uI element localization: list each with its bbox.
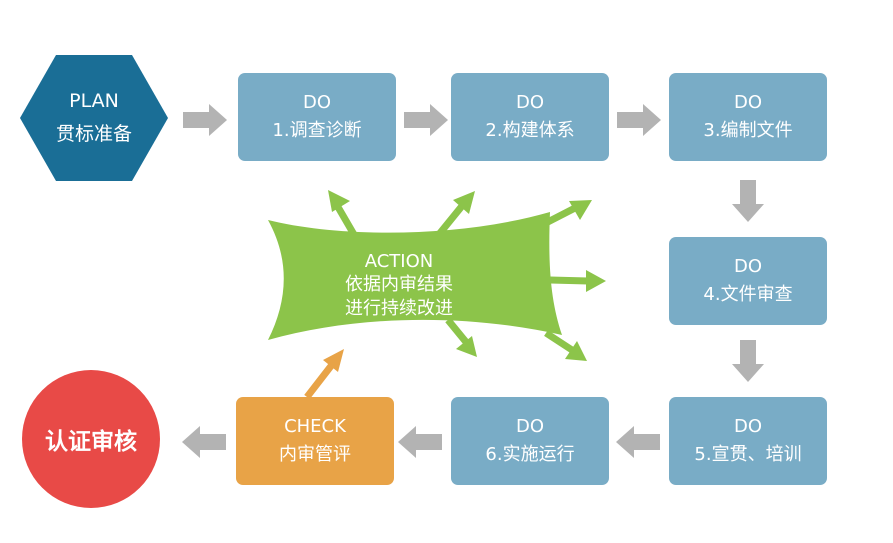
- action-burst: [268, 212, 562, 340]
- action-line-1: 依据内审结果: [345, 274, 453, 296]
- do-box-1-stage: DO: [302, 92, 332, 114]
- check-to-action-arrow: [304, 349, 344, 400]
- action-arrow-top-right: [538, 204, 577, 230]
- do-box-5-label: 5.宣贯、培训: [694, 444, 802, 465]
- plan-node: PLAN 贯标准备: [20, 55, 168, 181]
- arrow-step5-to-step6: [616, 426, 660, 458]
- action-arrow-up-right: [433, 203, 465, 241]
- do-box-3: DO 3.编制文件: [669, 73, 827, 161]
- action-arrow-down: [445, 317, 469, 345]
- action-arrow-bottom-right: [544, 330, 574, 353]
- plan-hexagon: [20, 55, 168, 181]
- do-box-1: DO 1.调查诊断: [238, 73, 396, 161]
- action-arrows: [328, 190, 606, 361]
- do-box-5: DO 5.宣贯、培训: [669, 397, 827, 485]
- do-box-4-label: 4.文件审查: [703, 284, 793, 305]
- plan-subtitle: 贯标准备: [55, 123, 132, 145]
- certification-node: 认证审核: [22, 370, 160, 508]
- do-box-5-stage: DO: [733, 416, 763, 438]
- arrow-step6-to-check: [398, 426, 442, 458]
- do-box-2: DO 2.构建体系: [451, 73, 609, 161]
- certification-label: 认证审核: [45, 429, 137, 455]
- check-subtitle: 内审管评: [279, 444, 351, 465]
- do-box-2-stage: DO: [515, 92, 545, 114]
- do-box-3-stage: DO: [733, 92, 763, 114]
- certification-circle: [22, 370, 160, 508]
- action-line-2: 进行持续改进: [345, 297, 453, 319]
- do-box-4: DO 4.文件审查: [669, 237, 827, 325]
- action-title: ACTION: [364, 250, 434, 272]
- action-arrow-right: [549, 276, 589, 285]
- do-box-6-label: 6.实施运行: [485, 444, 575, 465]
- plan-title: PLAN: [69, 89, 119, 112]
- action-arrow-up-left: [334, 205, 360, 240]
- arrow-check-to-cert: [182, 426, 226, 458]
- do-box-4-stage: DO: [733, 256, 763, 278]
- flow-arrows: [182, 104, 764, 458]
- check-box: CHECK 内审管评: [236, 397, 394, 485]
- arrow-step1-to-step2: [404, 104, 448, 136]
- do-box-6-stage: DO: [515, 416, 545, 438]
- check-title: CHECK: [284, 416, 346, 438]
- do-box-6: DO 6.实施运行: [451, 397, 609, 485]
- arrow-plan-to-step1: [183, 104, 227, 136]
- do-box-3-label: 3.编制文件: [703, 120, 793, 141]
- arrow-step3-to-step4: [732, 180, 764, 222]
- do-box-2-label: 2.构建体系: [485, 120, 575, 141]
- arrow-step4-to-step5: [732, 340, 764, 382]
- action-node: ACTION 依据内审结果 进行持续改进: [300, 245, 498, 325]
- arrow-step2-to-step3: [617, 104, 661, 136]
- do-box-1-label: 1.调查诊断: [272, 120, 362, 141]
